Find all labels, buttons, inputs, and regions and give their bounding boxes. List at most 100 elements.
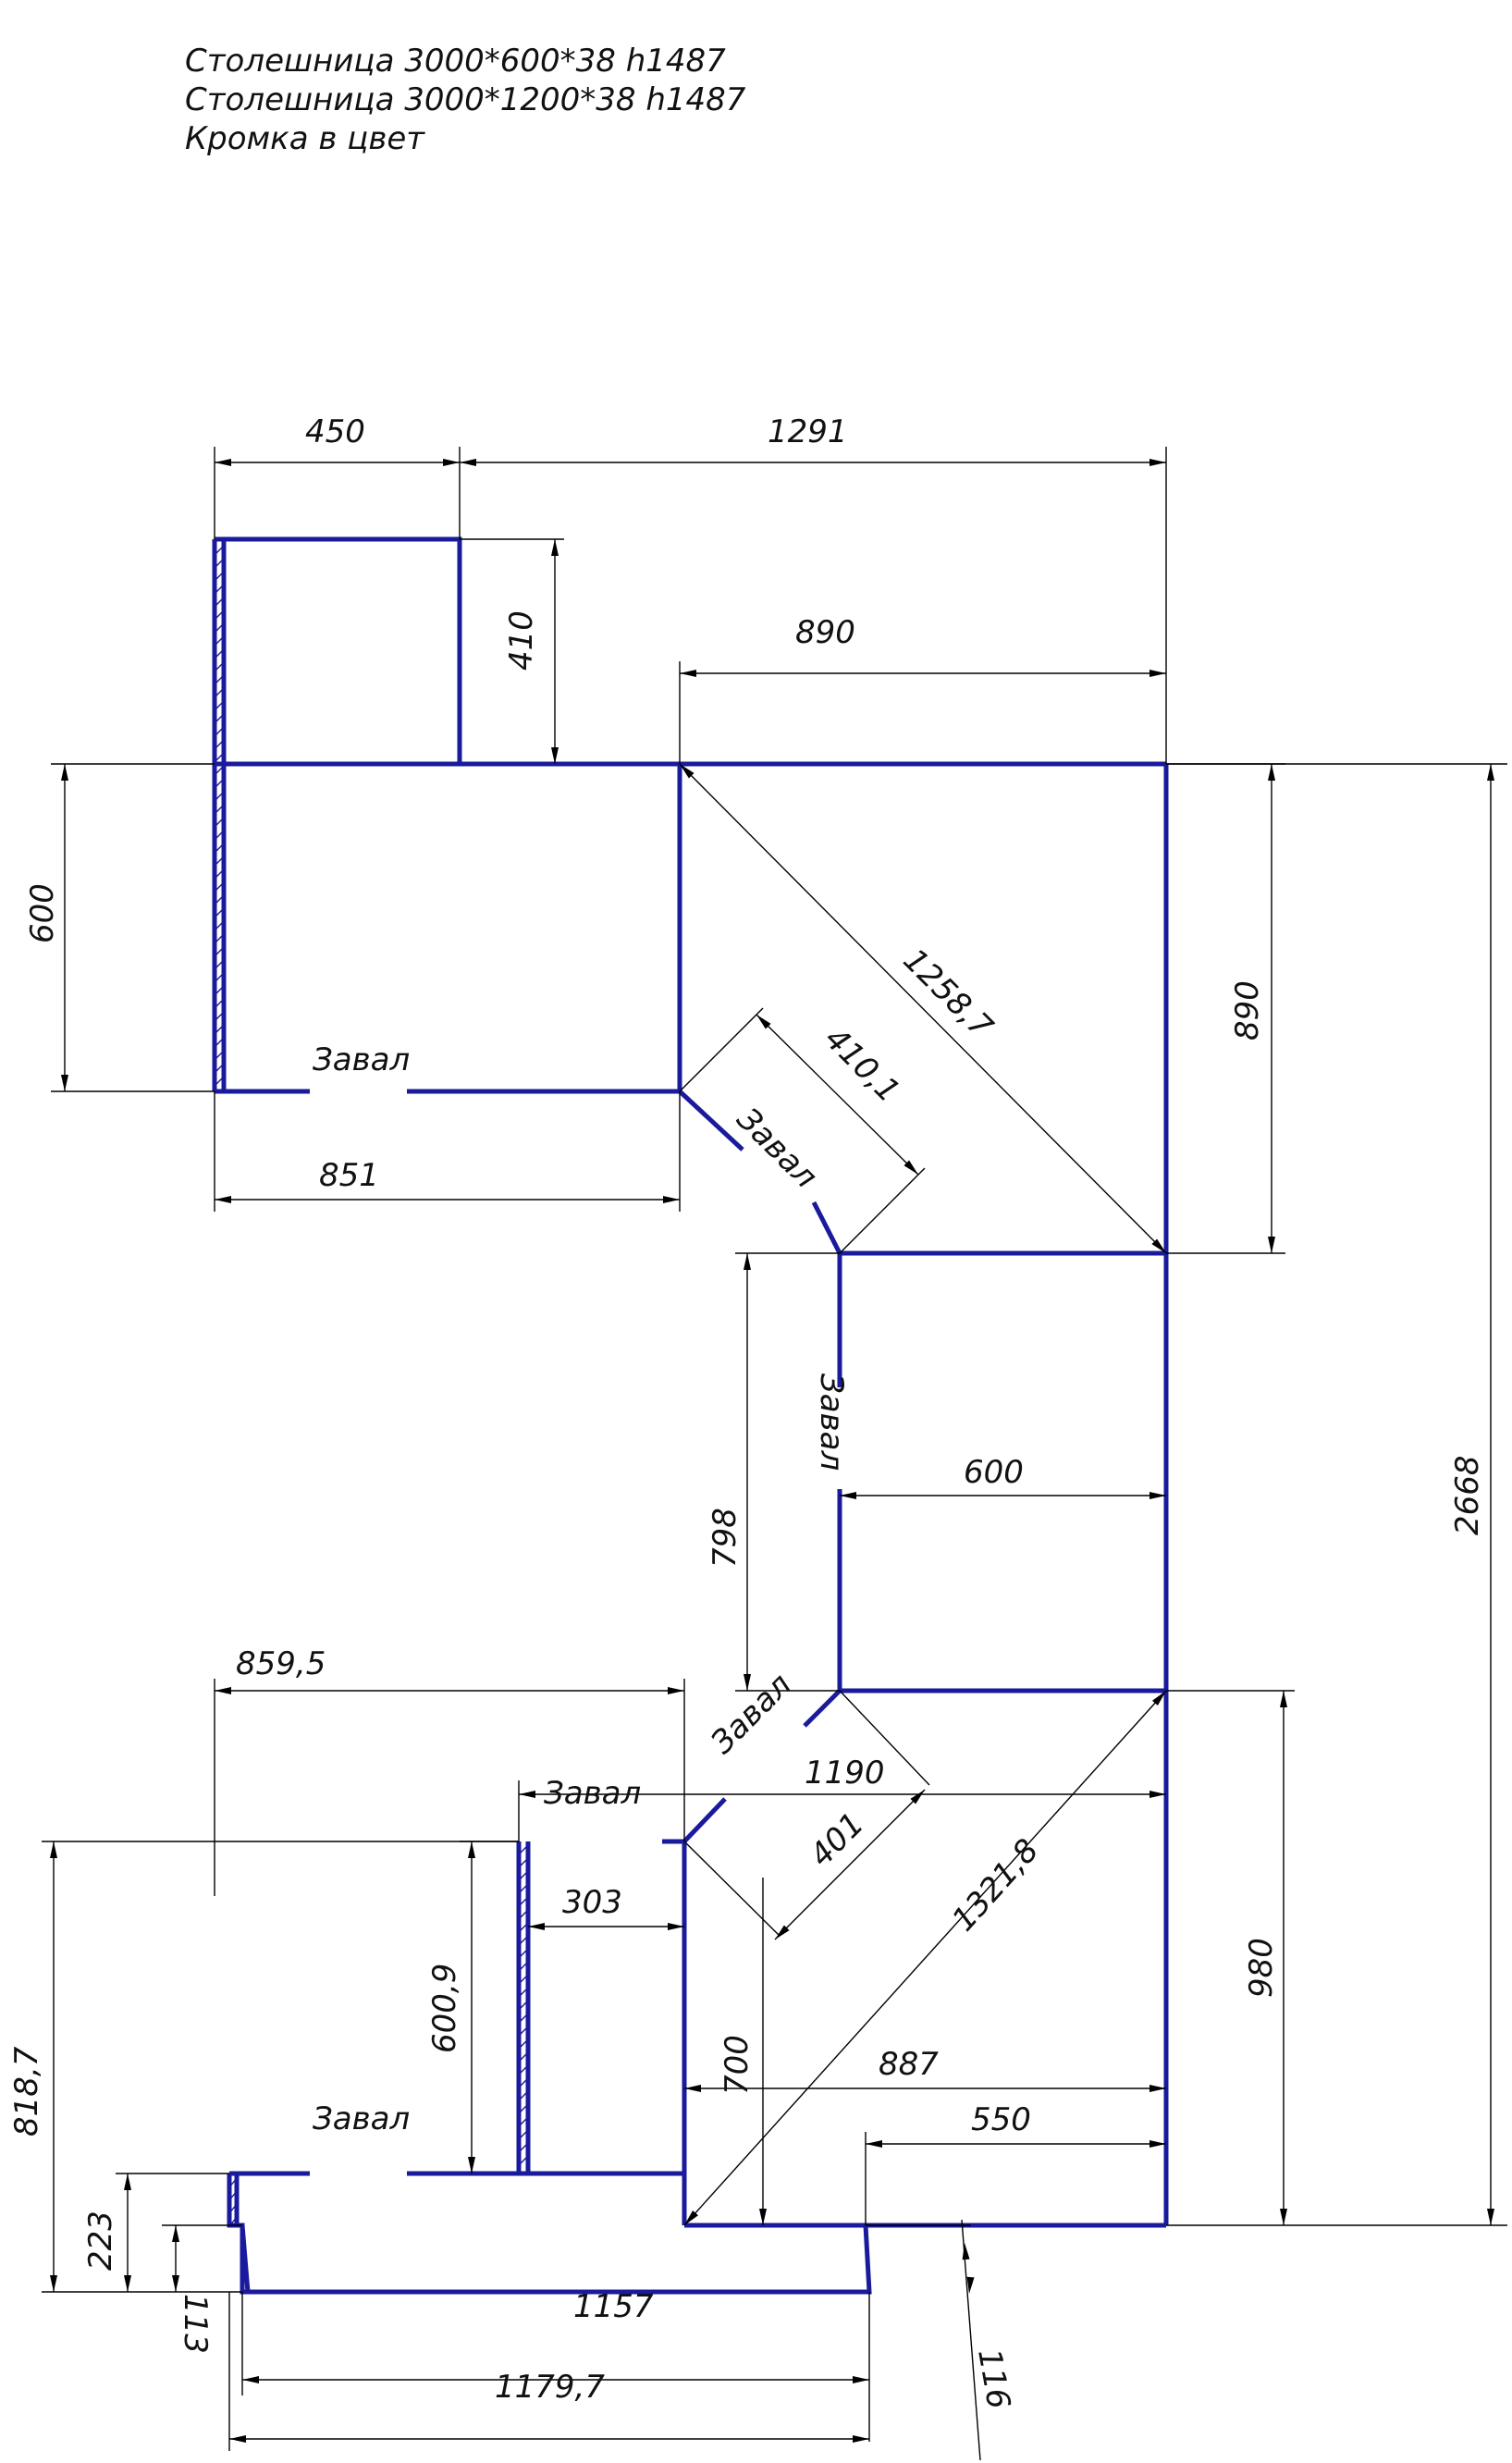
hatch-line-left-wall xyxy=(214,545,225,556)
hatch-line-left-wall xyxy=(214,907,225,918)
dimension-arrowhead xyxy=(215,1687,231,1694)
notes-block: Столешница 3000*600*38 h1487 Столешница … xyxy=(185,43,746,157)
hatch-line-left-wall xyxy=(214,998,225,1009)
dimension-arrowhead xyxy=(468,2157,475,2174)
dimension-arrowhead xyxy=(1149,2140,1166,2148)
edge-label-post: Завал xyxy=(544,1775,641,1812)
note-line-3: Кромка в цвет xyxy=(185,120,425,157)
dimension-arrowhead xyxy=(775,1925,790,1940)
dimension-arrowhead xyxy=(61,764,68,781)
dimension-arrowhead xyxy=(680,670,696,677)
dim-887: 887 xyxy=(879,2046,939,2083)
top-left-block-outline xyxy=(215,536,462,764)
dimension-arrowhead xyxy=(215,459,231,466)
dimension-arrowhead xyxy=(1487,2209,1494,2225)
edge-label-left: Завал xyxy=(313,1041,410,1078)
edge-label-lower-left: Завал xyxy=(313,2100,410,2137)
hatch-line-post xyxy=(518,2064,529,2075)
dimension-arrowhead xyxy=(443,459,460,466)
dimension-arrowhead xyxy=(468,1841,475,1858)
hatch-line-post xyxy=(518,1896,529,1907)
hatch-line-post xyxy=(518,2051,529,2063)
dim-851: 851 xyxy=(319,1157,379,1194)
dimension-arrowhead xyxy=(684,2085,701,2092)
hatch-line-left-wall xyxy=(214,765,225,776)
hatch-line-post xyxy=(518,1883,529,1894)
hatch-line-left-wall xyxy=(214,817,225,828)
dimension-arrowhead xyxy=(124,2174,131,2190)
dimension-arrowhead xyxy=(1149,459,1166,466)
edge-label-chamfer-lower: Завал xyxy=(704,1667,799,1762)
dimension-arrowhead xyxy=(229,2435,246,2443)
hatch-line-left-wall xyxy=(214,1050,225,1061)
chamfer-upper-a xyxy=(678,1090,744,1151)
dim-1179-7: 1179,7 xyxy=(495,2369,605,2406)
hatch-line-post xyxy=(518,2142,529,2153)
hatch-line-left-wall xyxy=(214,933,225,944)
note-line-2: Столешница 3000*1200*38 h1487 xyxy=(185,81,746,118)
wall-hatching xyxy=(214,545,529,2227)
dimension-arrowhead xyxy=(663,1196,680,1203)
hatch-line-left-wall xyxy=(214,1024,225,1035)
dimension-arrowhead xyxy=(840,1492,856,1499)
dimension-arrowhead xyxy=(172,2275,179,2292)
hatch-line-post xyxy=(518,1948,529,1959)
hatch-line-post xyxy=(518,2090,529,2101)
dimension-arrowhead xyxy=(528,1923,545,1930)
hatch-line-left-wall xyxy=(214,1011,225,1022)
dim-859-5: 859,5 xyxy=(236,1645,326,1682)
dimension-arrowhead xyxy=(1151,1238,1166,1253)
hatch-line-left-wall xyxy=(214,687,225,698)
dimension-arrowhead xyxy=(1280,2209,1287,2225)
dimension-arrowhead xyxy=(124,2275,131,2292)
hatch-line-left-wall xyxy=(214,920,225,931)
hatch-line-left-wall xyxy=(214,622,225,634)
hatch-line-left-wall xyxy=(214,985,225,996)
hatch-line-left-wall xyxy=(214,558,225,569)
dimension-arrowhead xyxy=(1268,764,1275,781)
hatch-line-post xyxy=(518,2155,529,2166)
dimension-lines xyxy=(42,447,1507,2461)
chamfer-lower-b xyxy=(682,1797,727,1843)
dim-410-1: 410,1 xyxy=(817,1020,907,1110)
dimension-arrowhead xyxy=(744,1253,751,1270)
edge-label-middle: Завал xyxy=(813,1373,850,1471)
dimension-arrowhead xyxy=(668,1687,684,1694)
dimension-arrowhead xyxy=(684,2210,699,2225)
hatch-line-post xyxy=(518,2077,529,2088)
chamfer-lower-a xyxy=(803,1689,842,1728)
hatch-line-left-wall xyxy=(214,739,225,750)
edge-labels: Завал Завал Завал Завал Завал Завал xyxy=(313,1041,850,2137)
chamfer-upper-b xyxy=(811,1201,842,1255)
bottom-left-step xyxy=(227,2174,872,2295)
hatch-line-post xyxy=(518,2026,529,2037)
hatch-line-post xyxy=(518,1870,529,1881)
dim-1291: 1291 xyxy=(768,413,848,450)
hatch-line-left-wall xyxy=(214,868,225,880)
dim-450: 450 xyxy=(305,413,365,450)
dimension-arrowhead xyxy=(1268,1237,1275,1253)
dimension-arrowhead xyxy=(1487,764,1494,781)
hatch-line-step xyxy=(228,2203,238,2214)
dim-700: 700 xyxy=(719,2035,756,2095)
dimension-arrowhead xyxy=(744,1674,751,1691)
hatch-line-left-wall xyxy=(214,894,225,905)
countertop-contour xyxy=(212,536,1169,2295)
hatch-line-left-wall xyxy=(214,571,225,582)
hatch-line-post xyxy=(518,1857,529,1868)
dim-600-9: 600,9 xyxy=(426,1964,463,2053)
dimension-arrowhead xyxy=(853,2376,869,2383)
dim-798: 798 xyxy=(707,1508,744,1568)
hatch-line-left-wall xyxy=(214,881,225,893)
hatch-line-post xyxy=(518,2038,529,2050)
hatch-line-post xyxy=(518,1974,529,1985)
hatch-line-left-wall xyxy=(214,791,225,802)
dimension-arrowhead xyxy=(50,1841,57,1858)
hatch-line-left-wall xyxy=(214,1063,225,1074)
hatch-line-left-wall xyxy=(214,726,225,737)
dimension-arrowhead xyxy=(61,1075,68,1091)
hatch-line-left-wall xyxy=(214,946,225,957)
hatch-line-step xyxy=(228,2177,238,2188)
dimension-arrowhead xyxy=(1280,1691,1287,1707)
hatch-line-post xyxy=(518,1935,529,1946)
